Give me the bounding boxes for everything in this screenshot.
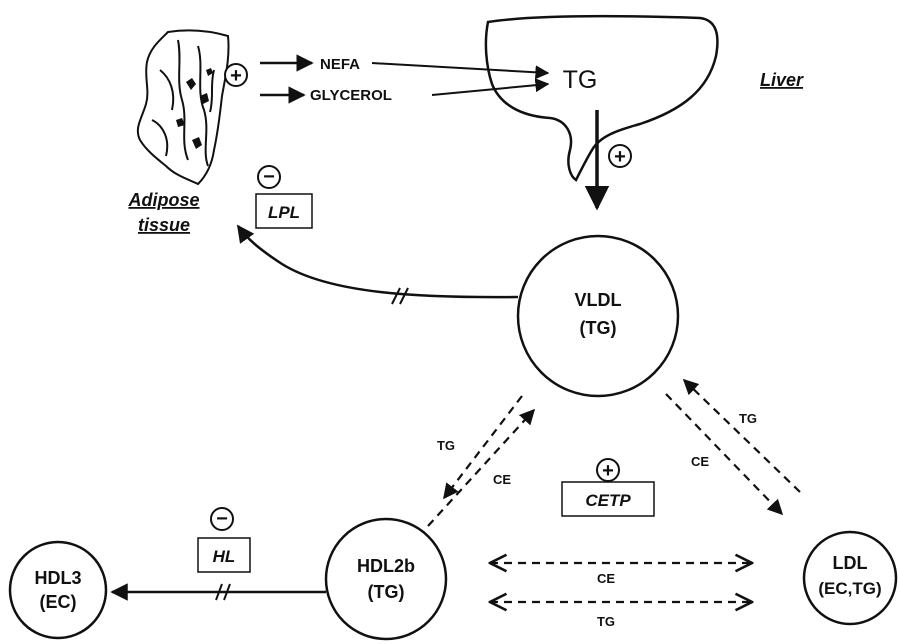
hl-blocked-mark: [215, 583, 231, 601]
minus-sign: −: [216, 508, 228, 530]
vldl-hdl2b-ce-label: CE: [493, 472, 511, 487]
adipose-tissue-sketch: [136, 29, 230, 186]
hl-inhibition-icon: −: [210, 507, 234, 531]
hdl3-particle: [8, 540, 108, 640]
plus-sign: +: [614, 146, 626, 168]
adipose-label-line2: tissue: [138, 215, 190, 235]
hdl2b-to-vldl-ce-arrow: [427, 408, 536, 527]
vldl-to-adipose-arrow: [236, 224, 519, 299]
hdl2b-particle: [324, 517, 448, 641]
lipolysis-stimulation-icon: +: [224, 63, 248, 87]
vldl-to-hdl2b-tg-arrow: [443, 395, 523, 500]
ldl-particle: [802, 530, 898, 626]
plus-sign: +: [602, 460, 614, 482]
ldl-to-vldl-tg-arrow: [682, 378, 801, 493]
vldl-name: VLDL: [575, 290, 622, 310]
hdl2b-content: (TG): [368, 582, 405, 602]
plus-sign: +: [230, 65, 242, 87]
cetp-enzyme-box: [561, 481, 655, 517]
hdl3-content: (EC): [40, 592, 77, 612]
ldl-name: LDL: [833, 553, 868, 573]
lpl-enzyme-box: [255, 193, 313, 229]
vldl-to-ldl-ce-arrow: [665, 393, 784, 516]
vldl-secretion-stimulation-icon: +: [608, 144, 632, 168]
hdl2b-name: HDL2b: [357, 556, 415, 576]
adipose-spots: [176, 68, 213, 149]
vldl-content: (TG): [580, 318, 617, 338]
liver-shape: [484, 14, 719, 182]
hdl2b-ldl-tg-label: TG: [597, 614, 615, 629]
adipose-label-line1: Adipose: [127, 190, 199, 210]
liver-label: Liver: [760, 70, 804, 90]
lpl-inhibition-icon: −: [257, 165, 281, 189]
hdl3-name: HDL3: [34, 568, 81, 588]
vldl-particle: [516, 234, 680, 398]
glycerol-label: GLYCEROL: [310, 87, 392, 104]
ldl-content: (EC,TG): [818, 579, 881, 598]
cetp-stimulation-icon: +: [596, 458, 620, 482]
minus-sign: −: [263, 166, 275, 188]
vldl-hdl2b-tg-label: TG: [437, 438, 455, 453]
lpl-label: LPL: [268, 203, 300, 222]
liver-tg-label: TG: [563, 66, 598, 94]
vldl-ldl-ce-label: CE: [691, 454, 709, 469]
cetp-label: CETP: [585, 491, 631, 510]
hdl2b-ldl-ce-label: CE: [597, 571, 615, 586]
nefa-to-liver-arrow: [371, 62, 550, 80]
hl-label: HL: [213, 547, 236, 566]
glycerol-to-liver-arrow: [431, 78, 550, 96]
lpl-blocked-mark: [391, 287, 409, 305]
nefa-label: NEFA: [320, 56, 360, 73]
vldl-ldl-tg-label: TG: [739, 411, 757, 426]
hl-enzyme-box: [197, 537, 251, 573]
